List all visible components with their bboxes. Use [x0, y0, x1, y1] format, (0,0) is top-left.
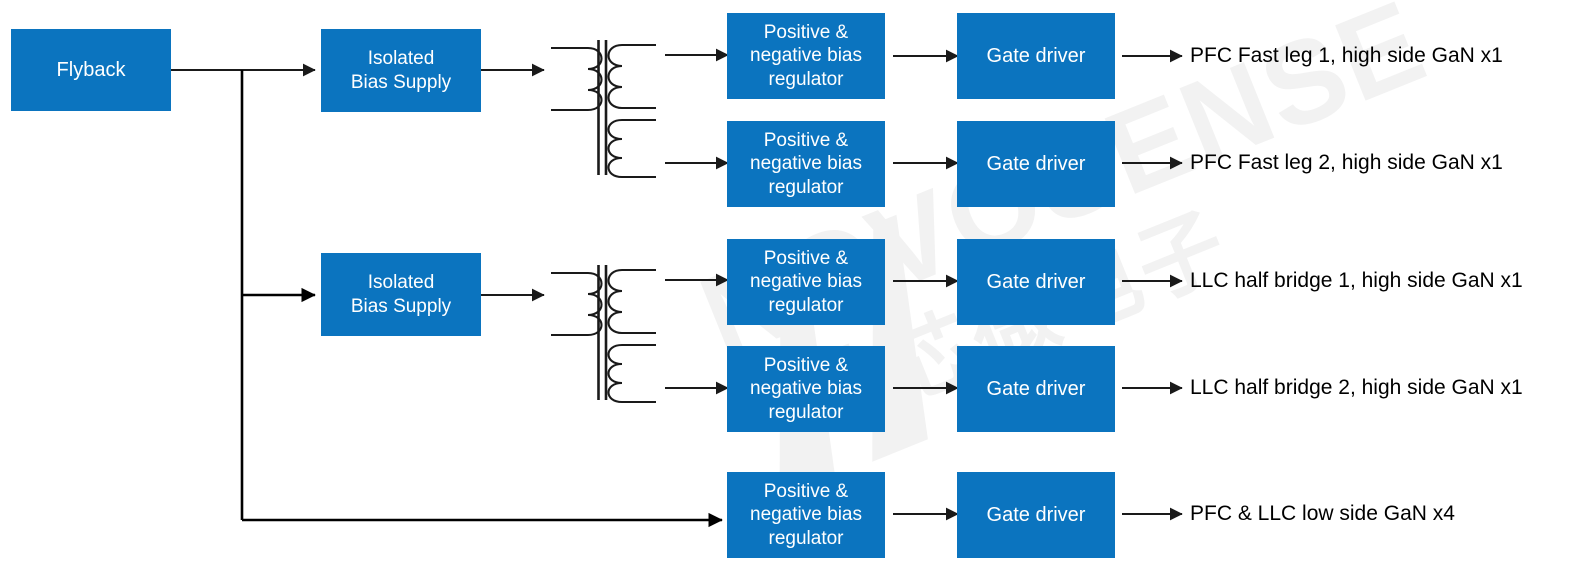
- block-gate-driver-1-label: Gate driver: [986, 44, 1086, 67]
- transformer-2-secondary-b-winding: [607, 343, 623, 404]
- block-regulator-5[interactable]: Positive & negative bias regulator: [727, 472, 885, 558]
- block-regulator-1[interactable]: Positive & negative bias regulator: [727, 13, 885, 99]
- block-regulator-5-line1: Positive &: [763, 481, 849, 503]
- block-gate-driver-2-label: Gate driver: [986, 152, 1086, 175]
- block-regulator-1-line1: Positive &: [763, 22, 849, 44]
- output-label-1: PFC Fast leg 1, high side GaN x1: [1190, 44, 1503, 67]
- block-gate-driver-1[interactable]: Gate driver: [957, 13, 1115, 99]
- block-gate-driver-3-label: Gate driver: [986, 270, 1086, 293]
- block-regulator-4[interactable]: Positive & negative bias regulator: [727, 346, 885, 432]
- block-isolated-bias-supply-1-line1: Isolated: [367, 48, 435, 70]
- block-isolated-bias-supply-2[interactable]: Isolated Bias Supply: [321, 253, 481, 336]
- block-isolated-bias-supply-1[interactable]: Isolated Bias Supply: [321, 29, 481, 112]
- block-flyback[interactable]: Flyback: [11, 29, 171, 111]
- transformer-2-secondary-a-winding: [607, 268, 623, 335]
- output-label-4: LLC half bridge 2, high side GaN x1: [1190, 376, 1523, 399]
- block-regulator-4-line1: Positive &: [763, 355, 849, 377]
- transformer-1-secondary-b-winding: [607, 118, 623, 179]
- block-regulator-3-line3: regulator: [768, 294, 844, 316]
- block-regulator-5-line3: regulator: [768, 527, 844, 549]
- block-isolated-bias-supply-2-line1: Isolated: [367, 272, 435, 294]
- block-gate-driver-2[interactable]: Gate driver: [957, 121, 1115, 207]
- block-regulator-3-line1: Positive &: [763, 248, 849, 270]
- block-gate-driver-5-label: Gate driver: [986, 503, 1086, 526]
- block-gate-driver-4-label: Gate driver: [986, 377, 1086, 400]
- block-gate-driver-4[interactable]: Gate driver: [957, 346, 1115, 432]
- block-regulator-3-line2: negative bias: [750, 271, 862, 293]
- transformer-1-secondary-a-winding: [607, 43, 623, 110]
- block-regulator-2[interactable]: Positive & negative bias regulator: [727, 121, 885, 207]
- transformer-2-symbol: [551, 265, 656, 404]
- block-regulator-2-line3: regulator: [768, 176, 844, 198]
- block-regulator-2-line1: Positive &: [763, 130, 849, 152]
- watermark-logo-mark-2: [872, 214, 928, 462]
- block-regulator-5-line2: negative bias: [750, 504, 862, 526]
- block-isolated-bias-supply-2-line2: Bias Supply: [350, 295, 452, 317]
- block-regulator-1-line2: negative bias: [750, 45, 862, 67]
- output-label-3: LLC half bridge 1, high side GaN x1: [1190, 269, 1523, 292]
- block-regulator-1-line3: regulator: [768, 68, 844, 90]
- block-gate-driver-5[interactable]: Gate driver: [957, 472, 1115, 558]
- transformer-1-symbol: [551, 40, 656, 179]
- output-label-2: PFC Fast leg 2, high side GaN x1: [1190, 151, 1503, 174]
- transformer-2-primary-winding: [587, 271, 603, 337]
- transformer-1-primary-winding: [587, 46, 603, 112]
- block-gate-driver-3[interactable]: Gate driver: [957, 239, 1115, 325]
- block-flyback-label: Flyback: [56, 58, 126, 81]
- block-regulator-4-line3: regulator: [768, 401, 844, 423]
- block-isolated-bias-supply-1-line2: Bias Supply: [350, 71, 452, 93]
- block-regulator-4-line2: negative bias: [750, 378, 862, 400]
- block-regulator-3[interactable]: Positive & negative bias regulator: [727, 239, 885, 325]
- block-regulator-2-line2: negative bias: [750, 153, 862, 175]
- output-label-5: PFC & LLC low side GaN x4: [1190, 502, 1455, 525]
